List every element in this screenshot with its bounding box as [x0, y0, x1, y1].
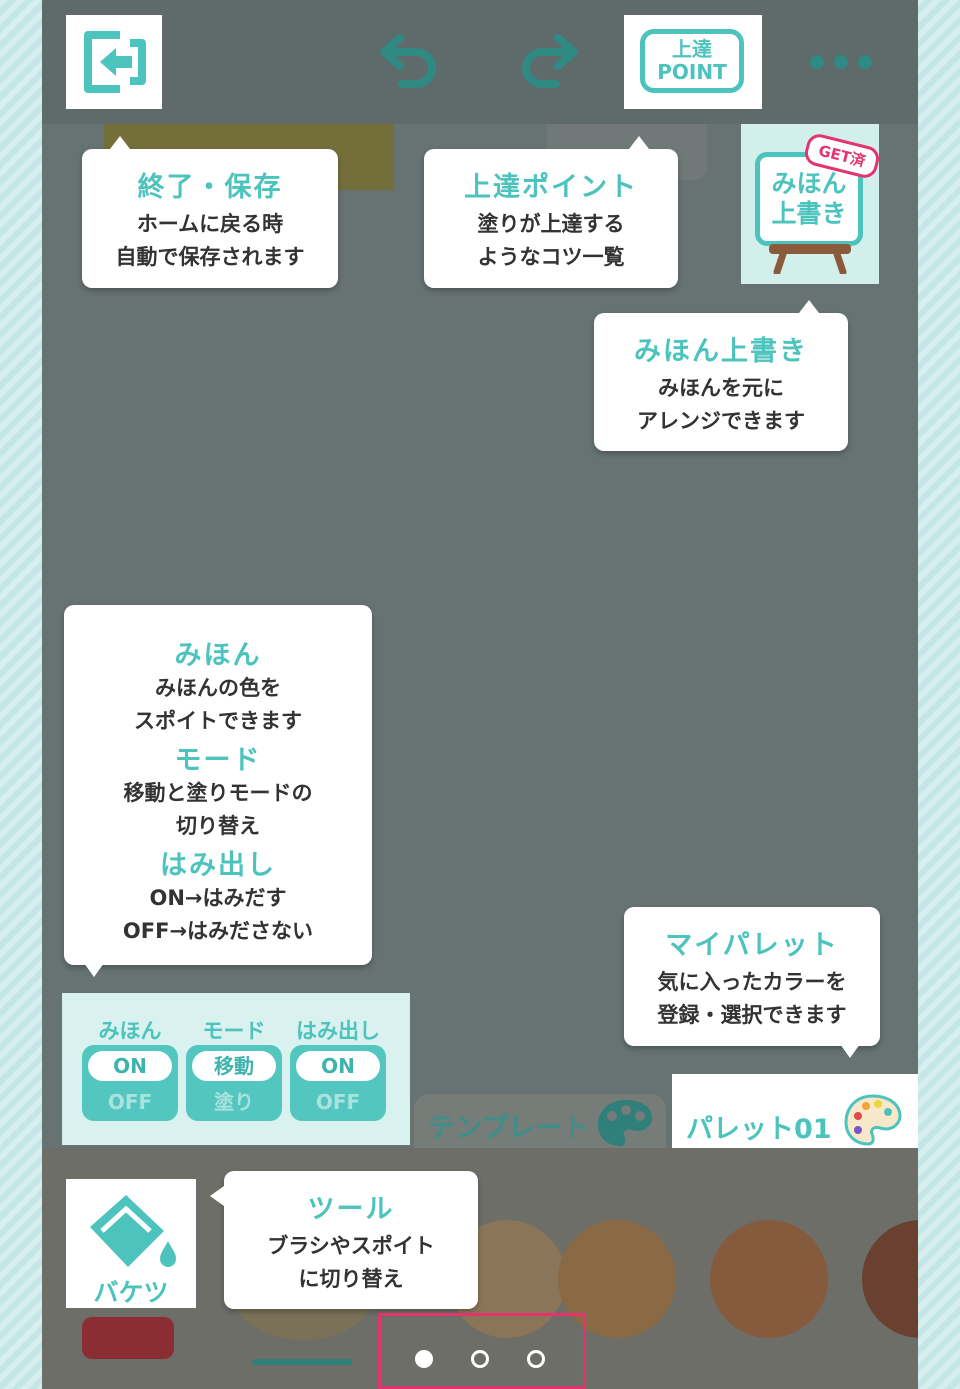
toggle-mode-paint: 塗り [214, 1090, 254, 1114]
current-color-chip[interactable] [82, 1317, 174, 1359]
tooltip-point-line2: ようなコツ一覧 [477, 245, 625, 269]
tooltip-tool: ツール ブラシやスポイト に切り替え [224, 1171, 478, 1309]
toggle-sample[interactable]: ON OFF [82, 1045, 178, 1121]
tooltip-overwrite: みほん上書き みほんを元に アレンジできます [594, 313, 848, 451]
toggle-mode-move: 移動 [192, 1051, 276, 1081]
redo-arrow-icon [522, 34, 578, 88]
tooltip-modes-line-2a: 移動と塗りモードの [123, 781, 313, 805]
tooltip-tool-heading: ツール [307, 1194, 395, 1225]
tooltip-tool-line2: に切り替え [298, 1267, 404, 1291]
toggle-mode[interactable]: 移動 塗り [186, 1045, 282, 1121]
toggle-label-sample: みほん [98, 1019, 162, 1043]
tooltip-modes: みほん みほんの色を スポイトできます モード 移動と塗りモードの 切り替え は… [64, 605, 372, 965]
tooltip-exit-line2: 自動で保存されます [115, 245, 305, 269]
color-swatch-3[interactable] [710, 1220, 828, 1338]
sample-overwrite-button[interactable]: みほん 上書き GET済 [741, 124, 882, 284]
tooltip-point-heading: 上達ポイント [464, 172, 638, 203]
tooltip-palette-tail [840, 1044, 860, 1058]
exit-button[interactable] [66, 15, 162, 109]
tooltip-tool-line1: ブラシやスポイト [267, 1234, 435, 1258]
color-swatch-2[interactable] [558, 1220, 676, 1338]
tooltip-palette-line1: 気に入ったカラーを [657, 970, 847, 994]
redo-button[interactable] [516, 28, 588, 94]
tool-button[interactable]: バケツ [66, 1179, 196, 1308]
toggle-overflow-on: ON [296, 1051, 380, 1081]
toggle-sample-off: OFF [107, 1090, 153, 1114]
tooltip-modes-line-1a: みほんの色を [155, 676, 281, 700]
point-button-frame: 上達 POINT [640, 29, 744, 93]
tooltip-exit-heading: 終了・保存 [137, 172, 283, 203]
tool-button-label: バケツ [93, 1278, 169, 1307]
toggle-panel: みほん モード はみ出し ON OFF 移動 塗り ON OFF [62, 993, 410, 1145]
undo-button[interactable] [370, 28, 442, 94]
tooltip-exit-line1: ホームに戻る時 [136, 212, 284, 236]
tooltip-modes-heading-2: モード [174, 745, 262, 776]
tooltip-palette-heading: マイパレット [665, 930, 839, 961]
tooltip-modes-line-1b: スポイトできます [134, 709, 302, 733]
tooltip-overwrite-heading: みほん上書き [634, 336, 808, 367]
tooltip-modes-heading-1: みほん [174, 640, 262, 671]
tooltip-overwrite-line1: みほんを元に [658, 376, 784, 400]
tab-template[interactable]: テンプレート [414, 1094, 666, 1148]
point-button-line1: 上達 [672, 37, 712, 61]
tooltip-modes-heading-3: はみ出し [160, 850, 276, 881]
tooltip-modes-line-2b: 切り替え [176, 814, 260, 838]
paint-palette-icon [844, 1094, 902, 1146]
tooltip-palette-line2: 登録・選択できます [657, 1003, 847, 1027]
page-dot-1[interactable] [415, 1350, 433, 1368]
tooltip-palette: マイパレット 気に入ったカラーを 登録・選択できます [624, 907, 880, 1046]
tab-palette[interactable]: パレット01 [672, 1074, 918, 1148]
tooltip-modes-line-3b: OFF→はみださない [122, 919, 314, 943]
tooltip-point: 上達ポイント 塗りが上達する ようなコツ一覧 [424, 149, 678, 288]
tooltip-overwrite-tail [799, 300, 819, 313]
tool-tab-indicator [252, 1359, 352, 1365]
more-button[interactable] [804, 48, 880, 78]
toggle-sample-on: ON [88, 1051, 172, 1081]
tooltip-modes-tail [84, 963, 104, 977]
tooltip-tool-tail [210, 1186, 224, 1206]
page-indicator [378, 1313, 586, 1389]
tooltip-point-line1: 塗りが上達する [477, 212, 625, 236]
toggle-overflow-off: OFF [315, 1090, 361, 1114]
header-bar-dim [42, 0, 918, 124]
point-button-line2: POINT [657, 60, 727, 84]
tab-palette-label: パレット01 [686, 1114, 832, 1145]
overwrite-line2: 上書き [771, 199, 847, 228]
tooltip-modes-line-3a: ON→はみだす [149, 886, 287, 910]
undo-arrow-icon [380, 34, 436, 88]
exit-door-icon [84, 31, 146, 93]
app-screen: 上達 POINT みほん 上書き GET済 終了・保存 ホームに戻る時 自動で保… [42, 0, 918, 1389]
toggle-label-overflow: はみ出し [296, 1019, 380, 1043]
paint-bucket-icon [90, 1195, 176, 1267]
toggle-label-mode: モード [202, 1019, 266, 1043]
tab-template-label: テンプレート [428, 1113, 590, 1144]
tooltip-overwrite-line2: アレンジできます [637, 409, 805, 433]
easel-icon [769, 244, 851, 274]
tooltip-exit-tail [110, 136, 130, 149]
page-dot-2[interactable] [471, 1350, 489, 1368]
template-palette-icon [598, 1100, 652, 1146]
overwrite-line1: みほん [771, 169, 847, 198]
toggle-overflow[interactable]: ON OFF [290, 1045, 386, 1121]
tooltip-exit: 終了・保存 ホームに戻る時 自動で保存されます [82, 149, 338, 288]
point-button[interactable]: 上達 POINT [624, 15, 762, 109]
page-dot-3[interactable] [527, 1350, 545, 1368]
tooltip-point-tail [629, 136, 649, 149]
